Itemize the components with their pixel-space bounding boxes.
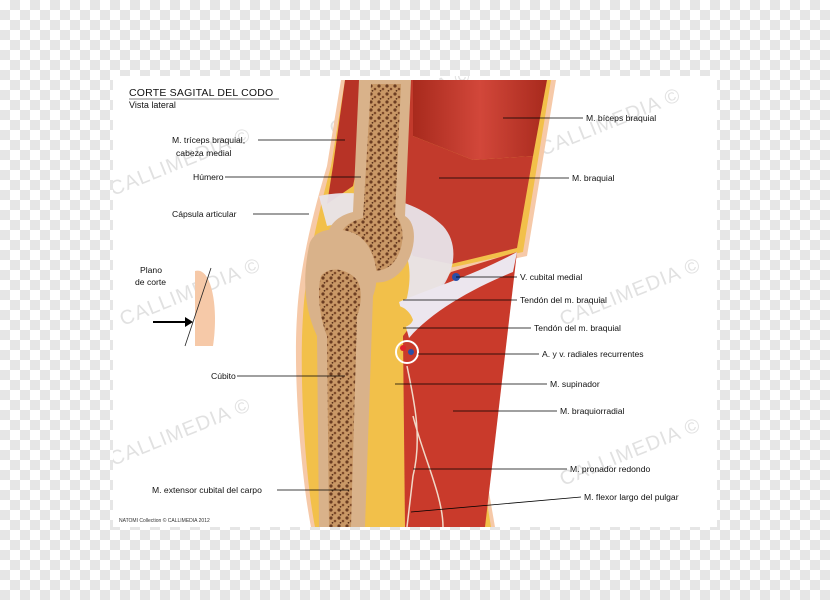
label-braquial: M. braquial xyxy=(572,173,615,183)
inset-label-line1: Plano xyxy=(140,265,162,275)
watermark-text: CALLIMEDIA © xyxy=(557,254,704,331)
label-flexor: M. flexor largo del pulgar xyxy=(584,492,679,502)
label-cubito: Cúbito xyxy=(211,371,236,381)
label-v-cubital: V. cubital medial xyxy=(520,272,582,282)
label-supinador: M. supinador xyxy=(550,379,600,389)
biceps-muscle xyxy=(413,80,547,160)
label-biceps: M. bíceps braquial xyxy=(586,113,656,123)
page-subtitle: Vista lateral xyxy=(129,100,176,110)
cut-plane-inset: Plano de corte xyxy=(135,265,215,347)
elbow-illustration: CALLIMEDIA © CALLIMEDIA © CALLIMEDIA © C… xyxy=(113,76,704,527)
page-title: CORTE SAGITAL DEL CODO xyxy=(129,87,273,99)
label-braquiorradial: M. braquiorradial xyxy=(560,406,625,416)
label-humero: Húmero xyxy=(193,172,224,182)
label-extensor: M. extensor cubital del carpo xyxy=(152,485,262,495)
inset-arm xyxy=(195,270,215,346)
nerve-branch xyxy=(406,365,444,527)
fat-pad xyxy=(383,304,413,328)
watermark-text: CALLIMEDIA © xyxy=(113,394,254,471)
anatomy-figure: CALLIMEDIA © CALLIMEDIA © CALLIMEDIA © C… xyxy=(113,76,717,527)
brachialis-tendon xyxy=(399,252,517,338)
label-radiales: A. y v. radiales recurrentes xyxy=(542,349,644,359)
label-triceps-line1: M. tríceps braquial, xyxy=(172,135,245,145)
radial-vein xyxy=(408,349,414,355)
forearm-muscles xyxy=(403,252,517,527)
label-pronador: M. pronador redondo xyxy=(570,464,650,474)
credit-text: NATOMI Collection © CALLIMEDIA 2012 xyxy=(119,517,210,524)
watermark-text: CALLIMEDIA © xyxy=(117,254,264,331)
inset-label-line2: de corte xyxy=(135,277,166,287)
label-tendon2: Tendón del m. braquial xyxy=(534,323,621,333)
label-capsula: Cápsula articular xyxy=(172,209,237,219)
radial-artery xyxy=(400,345,406,351)
inset-arrowhead xyxy=(185,317,193,327)
label-tendon1: Tendón del m. braquial xyxy=(520,295,607,305)
radial-vessels-ring xyxy=(395,340,419,364)
label-triceps-line2: cabeza medial xyxy=(176,148,232,158)
inset-cut-line xyxy=(184,267,212,347)
ulna-marrow xyxy=(319,269,361,527)
leader-flexor xyxy=(410,496,582,513)
watermark-text: CALLIMEDIA © xyxy=(557,414,704,491)
humerus-marrow xyxy=(339,84,403,271)
